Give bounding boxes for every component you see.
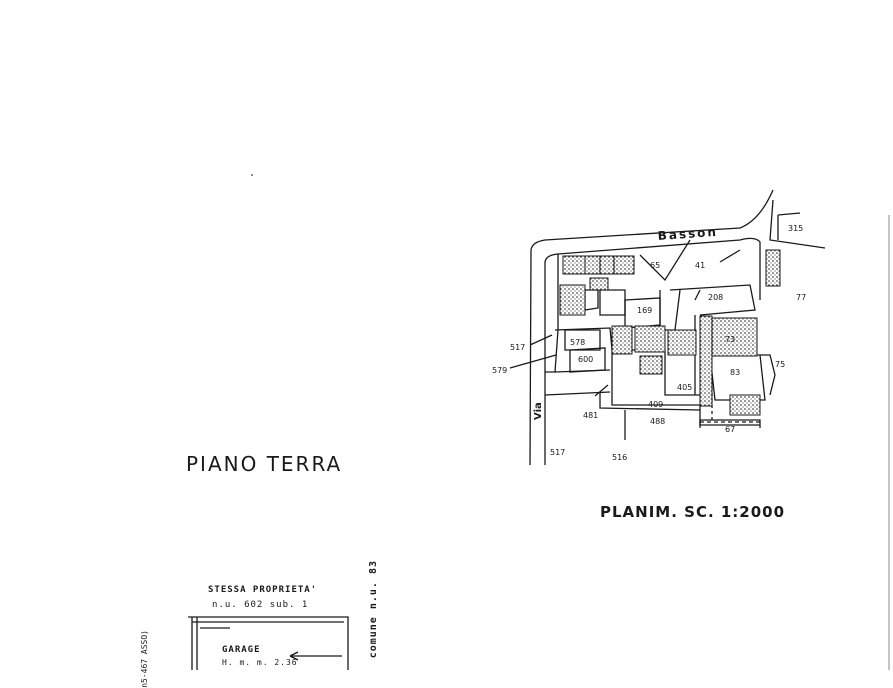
svg-text:600: 600 <box>578 355 593 364</box>
adjacent-owner-label: STESSA PROPRIETA' <box>208 585 318 595</box>
built-areas <box>559 249 781 416</box>
svg-text:65: 65 <box>650 261 660 270</box>
parcel-numbers: 315 65 41 77 208 169 73 75 83 600 578 51… <box>492 224 806 462</box>
floor-title: PIANO TERRA <box>186 452 343 476</box>
svg-text:516: 516 <box>612 453 627 462</box>
svg-text:41: 41 <box>695 261 705 270</box>
svg-text:488: 488 <box>650 417 665 426</box>
svg-text:73: 73 <box>725 335 735 344</box>
room-name-label: GARAGE <box>222 645 261 655</box>
svg-text:315: 315 <box>788 224 803 233</box>
svg-text:75: 75 <box>775 360 785 369</box>
svg-text:208: 208 <box>708 293 723 302</box>
via-label: Via <box>533 402 544 420</box>
street-name: Basson <box>657 225 718 243</box>
adjacent-ref-label: n.u. 602 sub. 1 <box>212 600 309 610</box>
svg-text:77: 77 <box>796 293 806 302</box>
svg-text:409: 409 <box>648 400 663 409</box>
svg-text:83: 83 <box>730 368 740 377</box>
svg-text:405: 405 <box>677 383 692 392</box>
svg-text:481: 481 <box>583 411 598 420</box>
svg-text:578: 578 <box>570 338 585 347</box>
cadastral-map: 315 65 41 77 208 169 73 75 83 600 578 51… <box>188 174 890 670</box>
svg-text:579: 579 <box>492 366 507 375</box>
svg-text:517: 517 <box>510 343 525 352</box>
room-height-label: H. m. m. 2.36 <box>222 658 298 667</box>
scale-label: PLANIM. SC. 1:2000 <box>600 503 786 521</box>
svg-text:517: 517 <box>550 448 565 457</box>
svg-text:67: 67 <box>725 425 735 434</box>
svg-text:169: 169 <box>637 306 652 315</box>
